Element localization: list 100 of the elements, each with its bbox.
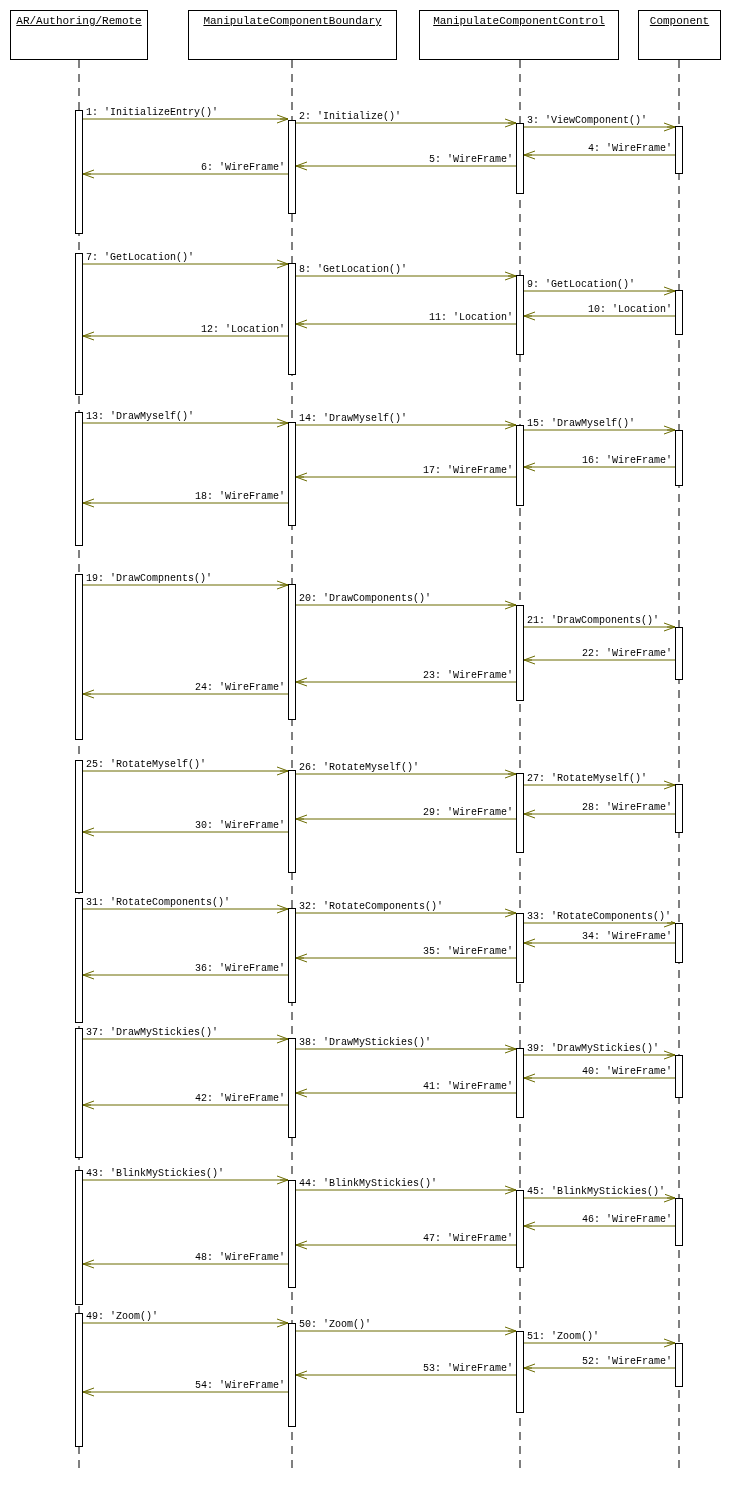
message-label: 50: 'Zoom()' xyxy=(299,1319,371,1330)
message-arrow xyxy=(82,1175,289,1185)
message-arrow xyxy=(82,1387,289,1397)
activation-bar xyxy=(675,923,683,963)
message-label: 15: 'DrawMyself()' xyxy=(527,418,636,429)
participant-box xyxy=(188,10,397,60)
message-arrow xyxy=(295,472,517,482)
message-label: 34: 'WireFrame' xyxy=(582,931,672,942)
message-label: 32: 'RotateComponents()' xyxy=(299,901,444,912)
message-label: 16: 'WireFrame' xyxy=(582,455,672,466)
message-arrow xyxy=(82,970,289,980)
message-label: 21: 'DrawComponents()' xyxy=(527,615,660,626)
message-label: 33: 'RotateComponents()' xyxy=(527,911,672,922)
message-arrow xyxy=(295,1370,517,1380)
message-arrow xyxy=(295,271,517,281)
message-label: 37: 'DrawMyStickies()' xyxy=(86,1027,219,1038)
activation-bar xyxy=(288,1180,296,1288)
message-label: 47: 'WireFrame' xyxy=(423,1233,513,1244)
participant-box xyxy=(10,10,148,60)
message-arrow xyxy=(523,1050,676,1060)
message-arrow xyxy=(82,580,289,590)
message-label: 28: 'WireFrame' xyxy=(582,802,672,813)
message-arrow xyxy=(82,1318,289,1328)
message-arrow xyxy=(523,809,676,819)
message-label: 12: 'Location' xyxy=(201,324,285,335)
message-label: 24: 'WireFrame' xyxy=(195,682,285,693)
message-arrow xyxy=(295,769,517,779)
message-label: 30: 'WireFrame' xyxy=(195,820,285,831)
message-arrow xyxy=(523,1338,676,1348)
message-label: 45: 'BlinkMyStickies()' xyxy=(527,1186,666,1197)
message-arrow xyxy=(523,1221,676,1231)
message-arrow xyxy=(523,938,676,948)
message-label: 42: 'WireFrame' xyxy=(195,1093,285,1104)
participant-name: Component xyxy=(648,14,711,28)
activation-bar xyxy=(75,898,83,1023)
activation-bar xyxy=(288,908,296,1003)
message-arrow xyxy=(82,418,289,428)
participant-name: ManipulateComponentControl xyxy=(432,14,606,28)
participant-box xyxy=(638,10,721,60)
activation-bar xyxy=(75,110,83,234)
message-arrow xyxy=(523,122,676,132)
activation-bar xyxy=(516,1331,524,1413)
message-label: 52: 'WireFrame' xyxy=(582,1356,672,1367)
message-arrow xyxy=(295,600,517,610)
message-label: 49: 'Zoom()' xyxy=(86,1311,158,1322)
message-arrow xyxy=(523,1193,676,1203)
activation-bar xyxy=(675,1343,683,1387)
message-arrow xyxy=(523,622,676,632)
message-arrow xyxy=(295,814,517,824)
message-arrow xyxy=(82,1259,289,1269)
message-arrow xyxy=(523,462,676,472)
activation-bar xyxy=(75,1028,83,1158)
activation-bar xyxy=(516,275,524,355)
activation-bar xyxy=(516,425,524,506)
message-label: 22: 'WireFrame' xyxy=(582,648,672,659)
message-label: 27: 'RotateMyself()' xyxy=(527,773,648,784)
activation-bar xyxy=(288,584,296,720)
message-label: 38: 'DrawMyStickies()' xyxy=(299,1037,432,1048)
message-label: 11: 'Location' xyxy=(429,312,513,323)
message-label: 14: 'DrawMyself()' xyxy=(299,413,408,424)
activation-bar xyxy=(288,1323,296,1427)
activation-bar xyxy=(288,120,296,214)
message-label: 39: 'DrawMyStickies()' xyxy=(527,1043,660,1054)
message-label: 25: 'RotateMyself()' xyxy=(86,759,207,770)
message-label: 51: 'Zoom()' xyxy=(527,1331,599,1342)
activation-bar xyxy=(75,253,83,395)
message-label: 53: 'WireFrame' xyxy=(423,1363,513,1374)
message-arrow xyxy=(82,169,289,179)
message-label: 44: 'BlinkMyStickies()' xyxy=(299,1178,438,1189)
message-arrow xyxy=(523,1363,676,1373)
message-arrow xyxy=(295,1185,517,1195)
activation-bar xyxy=(675,627,683,680)
message-label: 17: 'WireFrame' xyxy=(423,465,513,476)
activation-bar xyxy=(675,1055,683,1098)
message-arrow xyxy=(523,780,676,790)
message-arrow xyxy=(523,311,676,321)
activation-bar xyxy=(675,784,683,833)
activation-bar xyxy=(675,1198,683,1246)
message-label: 35: 'WireFrame' xyxy=(423,946,513,957)
message-label: 6: 'WireFrame' xyxy=(201,162,285,173)
message-label: 10: 'Location' xyxy=(588,304,672,315)
message-label: 7: 'GetLocation()' xyxy=(86,252,195,263)
message-label: 26: 'RotateMyself()' xyxy=(299,762,420,773)
message-label: 31: 'RotateComponents()' xyxy=(86,897,231,908)
message-arrow xyxy=(295,677,517,687)
activation-bar xyxy=(675,430,683,486)
message-label: 41: 'WireFrame' xyxy=(423,1081,513,1092)
message-arrow xyxy=(523,150,676,160)
message-arrow xyxy=(295,1088,517,1098)
activation-bar xyxy=(288,422,296,526)
message-arrow xyxy=(82,1100,289,1110)
message-label: 36: 'WireFrame' xyxy=(195,963,285,974)
activation-bar xyxy=(675,290,683,335)
message-label: 23: 'WireFrame' xyxy=(423,670,513,681)
message-arrow xyxy=(295,953,517,963)
activation-bar xyxy=(516,773,524,853)
message-label: 48: 'WireFrame' xyxy=(195,1252,285,1263)
message-arrow xyxy=(523,1073,676,1083)
message-arrow xyxy=(82,904,289,914)
message-label: 43: 'BlinkMyStickies()' xyxy=(86,1168,225,1179)
